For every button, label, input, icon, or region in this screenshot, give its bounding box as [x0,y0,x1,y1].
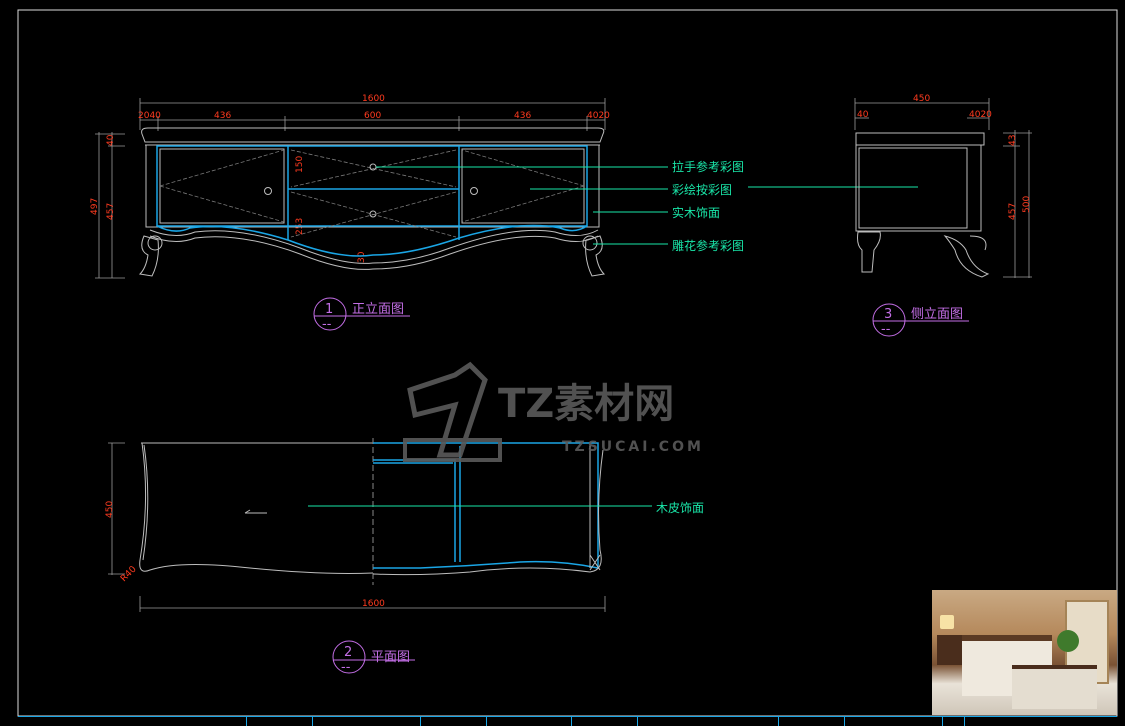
title-block-divider [312,717,313,726]
side-dim-height: 500 [1022,196,1032,213]
dim-left-door: 436 [214,111,231,121]
dim-right-door: 436 [514,111,531,121]
view-sheet: -- [322,317,332,332]
bench-shape [1012,665,1097,709]
plan-dim-depth: 450 [105,501,115,518]
dim-total-width: 1600 [362,94,385,104]
title-block-divider [844,717,845,726]
plan-view: 450 R40 1600 木皮饰面 2 -- 平面图 [105,438,704,675]
title-block-divider [778,717,779,726]
side-leg-front [857,231,881,273]
side-dim-left: 40 [857,110,869,120]
side-elevation: 450 40 4020 43 457 500 3 -- 侧立面图 [854,94,1032,337]
dim-height-total: 497 [90,198,100,215]
dim-apron: 30 [357,251,367,263]
dim-center: 600 [364,111,381,121]
plan-dim-radius: R40 [119,564,139,584]
title-block [18,716,1117,726]
nightstand-shape [937,635,962,665]
title-block-divider [420,717,421,726]
side-leg-back [943,235,990,278]
title-block-divider [942,717,943,726]
plant-shape [1057,630,1079,652]
plan-dim-width: 1600 [362,599,385,609]
title-block-divider [246,717,247,726]
plan-view-number: 2 [344,645,352,660]
side-dim-top: 43 [1008,135,1018,146]
lamp-shape [940,615,954,629]
title-block-divider [637,717,638,726]
view-title-plan: 平面图 [371,650,410,665]
side-dim-total: 450 [913,94,930,104]
title-block-divider [964,717,965,726]
dim-right-edge: 4020 [587,111,610,121]
title-block-divider [571,717,572,726]
view-number: 1 [325,302,333,317]
callout-carving: 雕花参考彩图 [672,238,744,253]
dim-drawer: 150 [295,156,305,173]
watermark: TZ素材网 TZSUCAI.COM [403,361,704,462]
title-block-divider [486,717,487,726]
dim-left-edge: 2040 [138,111,161,121]
callout-veneer: 木皮饰面 [656,501,704,515]
watermark-brand: TZ素材网 [498,381,674,427]
view-title-side: 侧立面图 [911,307,963,322]
front-elevation: 1600 2040 436 600 436 4020 497 40 457 15… [90,94,918,332]
side-view-sheet: -- [881,322,891,337]
right-leg [585,235,606,277]
side-view-number: 3 [884,307,892,322]
side-dim-body: 457 [1008,203,1018,220]
dim-top: 40 [106,134,116,146]
view-number-circle [313,297,347,331]
callout-handle: 拉手参考彩图 [672,159,744,174]
watermark-logo-icon [407,361,488,458]
left-leg [138,235,159,277]
view-title-front: 正立面图 [352,302,404,317]
dim-body: 457 [106,203,116,220]
reference-photo [932,590,1117,715]
watermark-url: TZSUCAI.COM [562,439,704,455]
callout-solid-wood: 实木饰面 [672,205,720,220]
plan-view-sheet: -- [341,660,351,675]
callout-painted: 彩绘按彩图 [672,182,732,197]
side-dim-right: 4020 [969,110,992,120]
